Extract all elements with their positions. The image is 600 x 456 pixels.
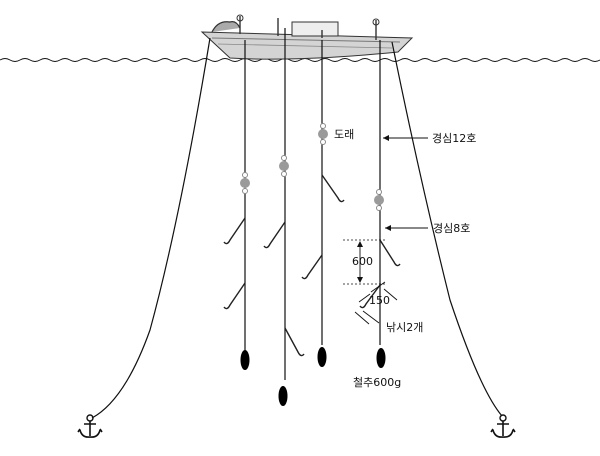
- spacing-600-dimension: [343, 239, 385, 285]
- spacing-150-dimension: [354, 281, 398, 325]
- dropper-line-2: [263, 28, 305, 406]
- dropper-line-1: [223, 40, 250, 370]
- spacing-600-label: 600: [352, 255, 373, 268]
- sinker-label: 철추600g: [353, 376, 401, 389]
- dropper-line-4: [359, 40, 401, 368]
- sinker: [376, 348, 386, 368]
- main-line-label: 경심12호: [432, 132, 476, 145]
- boat: [200, 14, 414, 60]
- swivel-label: 도래: [334, 128, 354, 141]
- anchor-icon: [490, 414, 516, 438]
- sinker: [278, 386, 288, 406]
- dropper-line-3: [301, 40, 345, 367]
- branch-line-label: 경심8호: [433, 222, 470, 235]
- spacing-150-label: 150: [369, 294, 390, 307]
- sinker: [317, 347, 327, 367]
- sinker: [240, 350, 250, 370]
- anchor-line-right: [391, 41, 503, 417]
- main-line-pointer: [383, 135, 428, 141]
- anchor-icon: [77, 414, 103, 438]
- branch-line-pointer: [385, 225, 428, 231]
- hooks-pointer: [362, 310, 380, 324]
- hooks-label: 낚시2개: [386, 321, 423, 334]
- water-surface: [0, 58, 600, 62]
- anchor-line-left: [91, 37, 211, 419]
